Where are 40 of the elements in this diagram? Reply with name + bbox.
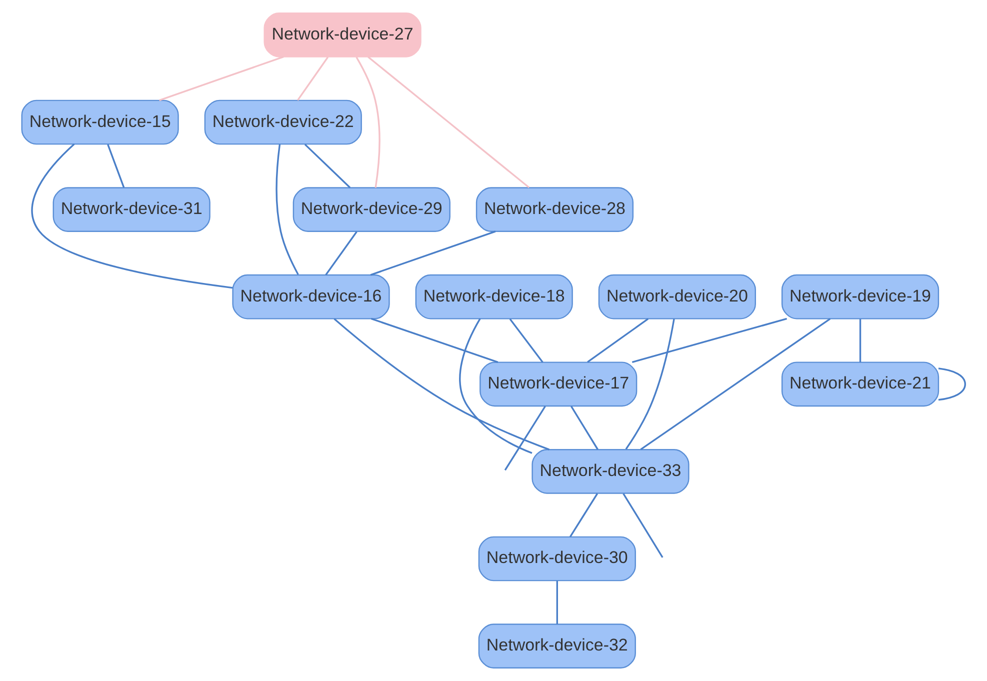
connector [938,368,966,401]
connector [107,144,125,188]
connector [368,56,530,188]
node-box: Network-device-19 [781,274,940,320]
connector [622,493,664,558]
node-box: Network-device-18 [415,274,573,320]
connector [859,319,862,362]
connector [370,230,496,276]
connector [509,318,544,363]
connector [325,231,358,276]
connector [356,56,380,188]
connector [31,144,233,289]
node-box: Network-device-15 [21,100,179,145]
connector [640,318,831,450]
connector [570,406,598,450]
node-box: Network-device-32 [478,624,636,668]
connector [334,318,550,450]
connector [556,580,558,624]
node-box: Network-device-27 [264,12,422,58]
node-box: Network-device-33 [532,449,690,494]
connector [276,144,299,275]
connector [504,406,546,471]
node-box: Network-device-30 [478,536,636,582]
node-box: Network-device-20 [598,274,756,320]
node-box: Network-device-17 [480,362,638,407]
connector [304,144,351,188]
connector [587,318,649,363]
node-box: Network-device-21 [781,362,940,407]
node-box: Network-device-29 [292,187,450,232]
node-box: Network-device-16 [232,274,390,320]
connector [569,493,598,538]
connector [632,318,788,363]
connector [159,56,284,102]
connector [370,318,498,363]
node-box: Network-device-22 [204,100,362,145]
connector [625,318,675,450]
connector [296,56,329,101]
node-box: Network-device-28 [476,187,634,232]
node-box: Network-device-31 [52,187,210,232]
connector [459,318,532,454]
